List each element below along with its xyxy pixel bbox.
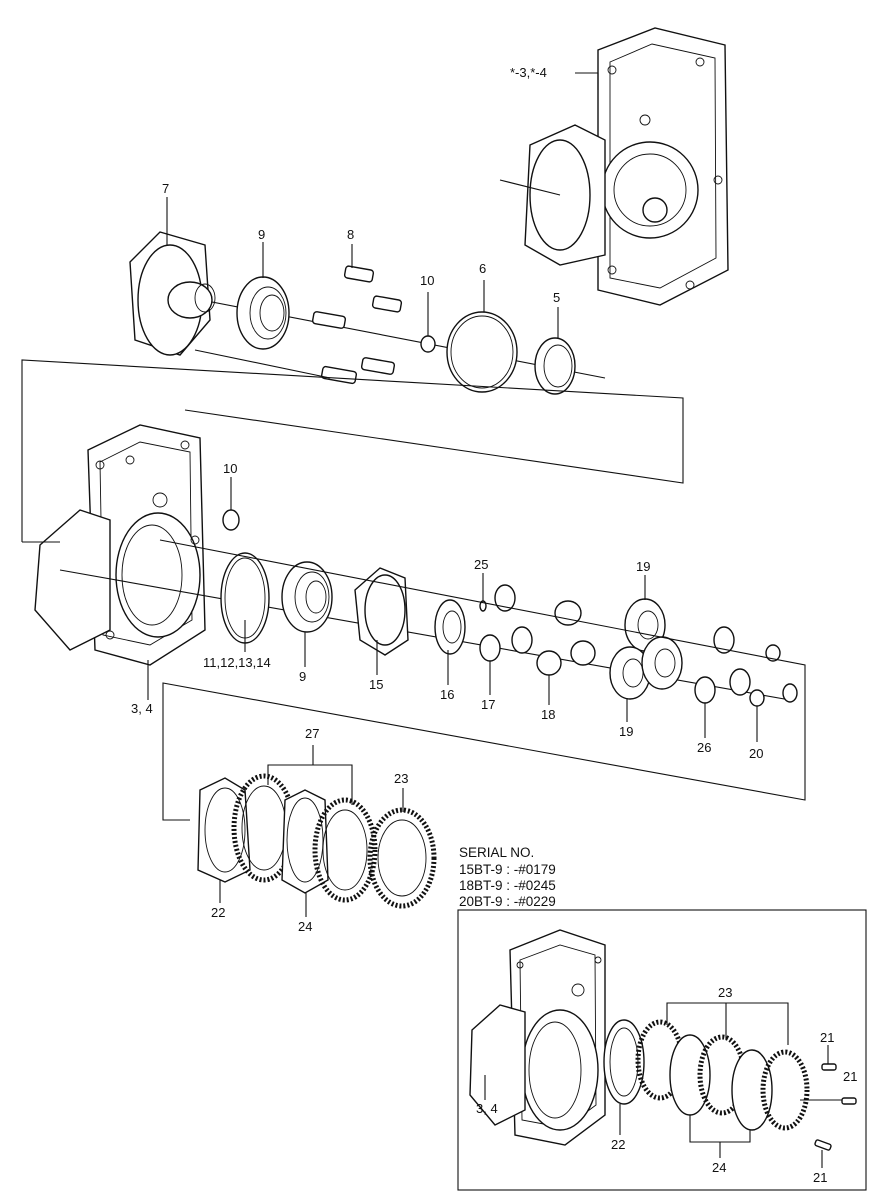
- callout-5: 5: [553, 290, 560, 305]
- callout-25: 25: [474, 557, 488, 572]
- group-frame-upper: [21, 359, 684, 542]
- group-frame-middle: [159, 539, 806, 821]
- callout-7: 7: [162, 181, 169, 196]
- inset-box: [457, 909, 867, 1191]
- callout-19-upper: 19: [636, 559, 650, 574]
- callout-21-b: 21: [843, 1069, 857, 1084]
- callout-23-inset: 23: [718, 985, 732, 1000]
- callout-star-3-4: *-3,*-4: [510, 65, 547, 80]
- callout-15: 15: [369, 677, 383, 692]
- serial-title: SERIAL NO.: [459, 845, 534, 860]
- callout-21-c: 21: [813, 1170, 827, 1185]
- callout-23-main: 23: [394, 771, 408, 786]
- serial-line-2: 18BT-9 : -#0245: [459, 878, 556, 893]
- inset-assembly: [469, 929, 857, 1168]
- callout-11-12-13-14: 11,12,13,14: [203, 655, 271, 670]
- callout-3-4-inset: 3, 4: [476, 1101, 498, 1116]
- upper-shaft-row: [129, 197, 606, 395]
- callout-21-a: 21: [820, 1030, 834, 1045]
- serial-line-1: 15BT-9 : -#0179: [459, 862, 556, 877]
- callout-22-main: 22: [211, 905, 225, 920]
- clutch-pack-main: [197, 745, 437, 917]
- callout-8: 8: [347, 227, 354, 242]
- callout-26: 26: [697, 740, 711, 755]
- housing-assembly-top: [499, 27, 729, 306]
- callout-27: 27: [305, 726, 319, 741]
- callout-9-upper: 9: [258, 227, 265, 242]
- callout-10-lower: 10: [223, 461, 237, 476]
- callout-6: 6: [479, 261, 486, 276]
- callout-24-inset: 24: [712, 1160, 726, 1175]
- callout-22-inset: 22: [611, 1137, 625, 1152]
- callout-10-upper: 10: [420, 273, 434, 288]
- callout-24-main: 24: [298, 919, 312, 934]
- housing-assembly-middle: [22, 424, 206, 700]
- callout-16: 16: [440, 687, 454, 702]
- callout-18: 18: [541, 707, 555, 722]
- serial-number-note: SERIAL NO. 15BT-9 : -#0179 18BT-9 : -#02…: [459, 845, 556, 909]
- callout-20: 20: [749, 746, 763, 761]
- callout-3-4-middle: 3, 4: [131, 701, 153, 716]
- callout-9-lower: 9: [299, 669, 306, 684]
- middle-shaft-row: [59, 477, 798, 742]
- callout-17: 17: [481, 697, 495, 712]
- callout-19-lower: 19: [619, 724, 633, 739]
- serial-line-3: 20BT-9 : -#0229: [459, 894, 556, 909]
